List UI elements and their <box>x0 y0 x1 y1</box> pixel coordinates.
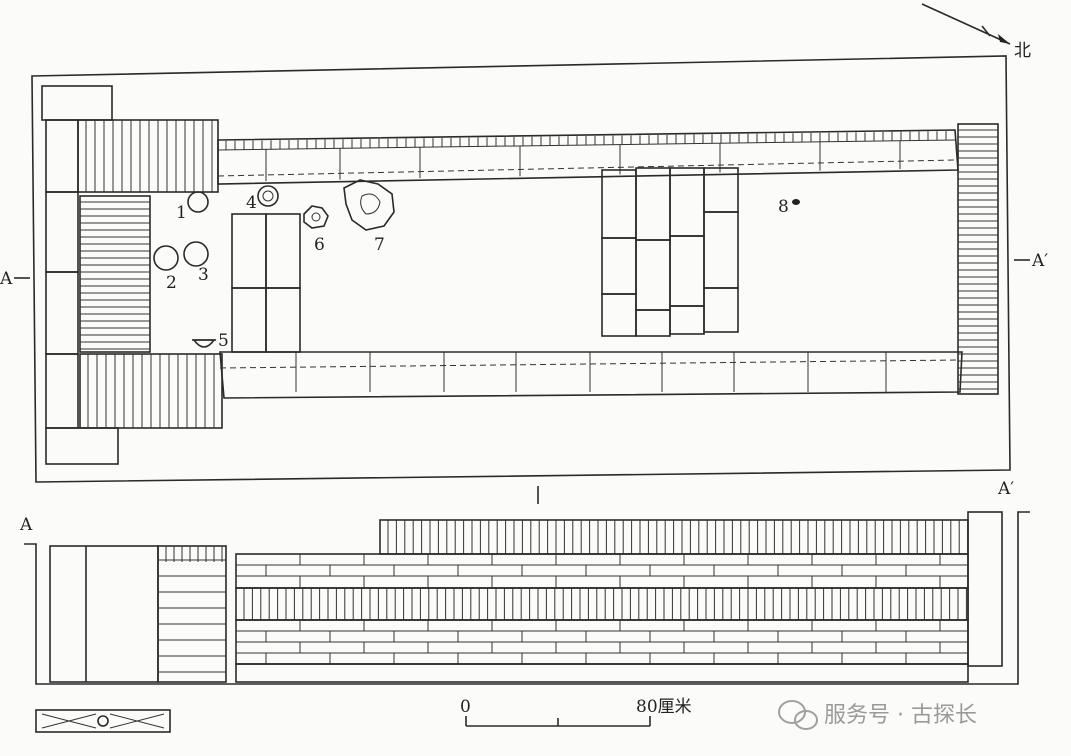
svg-text:5: 5 <box>218 331 229 351</box>
section-pit-wall <box>24 511 1030 685</box>
watermark-text: 服务号 · 古探长 <box>824 703 977 728</box>
artifact-5-icon: 5 <box>192 331 229 351</box>
inner-slabs-right <box>601 167 739 337</box>
svg-text:2: 2 <box>166 273 177 293</box>
artifact-2-icon: 2 <box>153 245 179 293</box>
coffin-top-wall <box>217 129 959 185</box>
section-middle-course <box>235 587 969 621</box>
svg-text:8: 8 <box>778 197 789 217</box>
scale-zero: 0 <box>460 697 471 717</box>
upper-left-brick-stack <box>77 119 219 193</box>
svg-text:7: 7 <box>374 235 385 255</box>
scale-bar: 0 80厘米 <box>460 697 692 727</box>
left-stripe-block <box>79 195 151 353</box>
section-label-left: A <box>19 515 33 535</box>
svg-text:A′: A′ <box>1031 251 1048 271</box>
watermark: 服务号 · 古探长 <box>778 700 977 730</box>
wechat-icon <box>778 700 818 730</box>
artifact-4-icon: 4 <box>246 185 279 213</box>
section-label-right: A′ <box>997 479 1014 499</box>
pit-outline <box>31 55 1011 483</box>
north-label: 北 <box>1014 41 1031 61</box>
artifact-6-icon: 6 <box>303 205 329 255</box>
section-base-band <box>235 663 969 683</box>
plan-view: 北 <box>0 3 1048 483</box>
lower-left-brick-stack <box>79 353 223 429</box>
coffin-bottom-wall <box>219 351 963 399</box>
artifact-3-icon: 3 <box>183 241 209 285</box>
section-left-fill <box>49 545 159 683</box>
section-marker-left: A <box>0 269 30 289</box>
svg-text:A: A <box>0 269 13 289</box>
section-view: A A′ <box>19 479 1030 685</box>
section-marker-right: A′ <box>1014 251 1048 271</box>
section-right-fill <box>967 511 1003 667</box>
svg-text:6: 6 <box>314 235 325 255</box>
section-top-course <box>379 519 969 555</box>
scale-end-label: 80厘米 <box>636 697 692 717</box>
legend-brick-icon <box>35 709 171 733</box>
inner-slabs-left <box>231 213 301 353</box>
svg-text:1: 1 <box>176 203 187 223</box>
svg-text:4: 4 <box>246 193 257 213</box>
north-arrow-icon: 北 <box>921 3 1031 61</box>
section-horizontal-courses <box>235 553 969 665</box>
right-end-brick-stack <box>957 123 999 395</box>
svg-text:3: 3 <box>198 265 209 285</box>
artifact-1-icon: 1 <box>176 191 209 223</box>
artifact-8-icon: 8 <box>778 197 800 217</box>
section-left-bricks <box>157 545 227 683</box>
artifact-7-icon: 7 <box>343 179 395 255</box>
